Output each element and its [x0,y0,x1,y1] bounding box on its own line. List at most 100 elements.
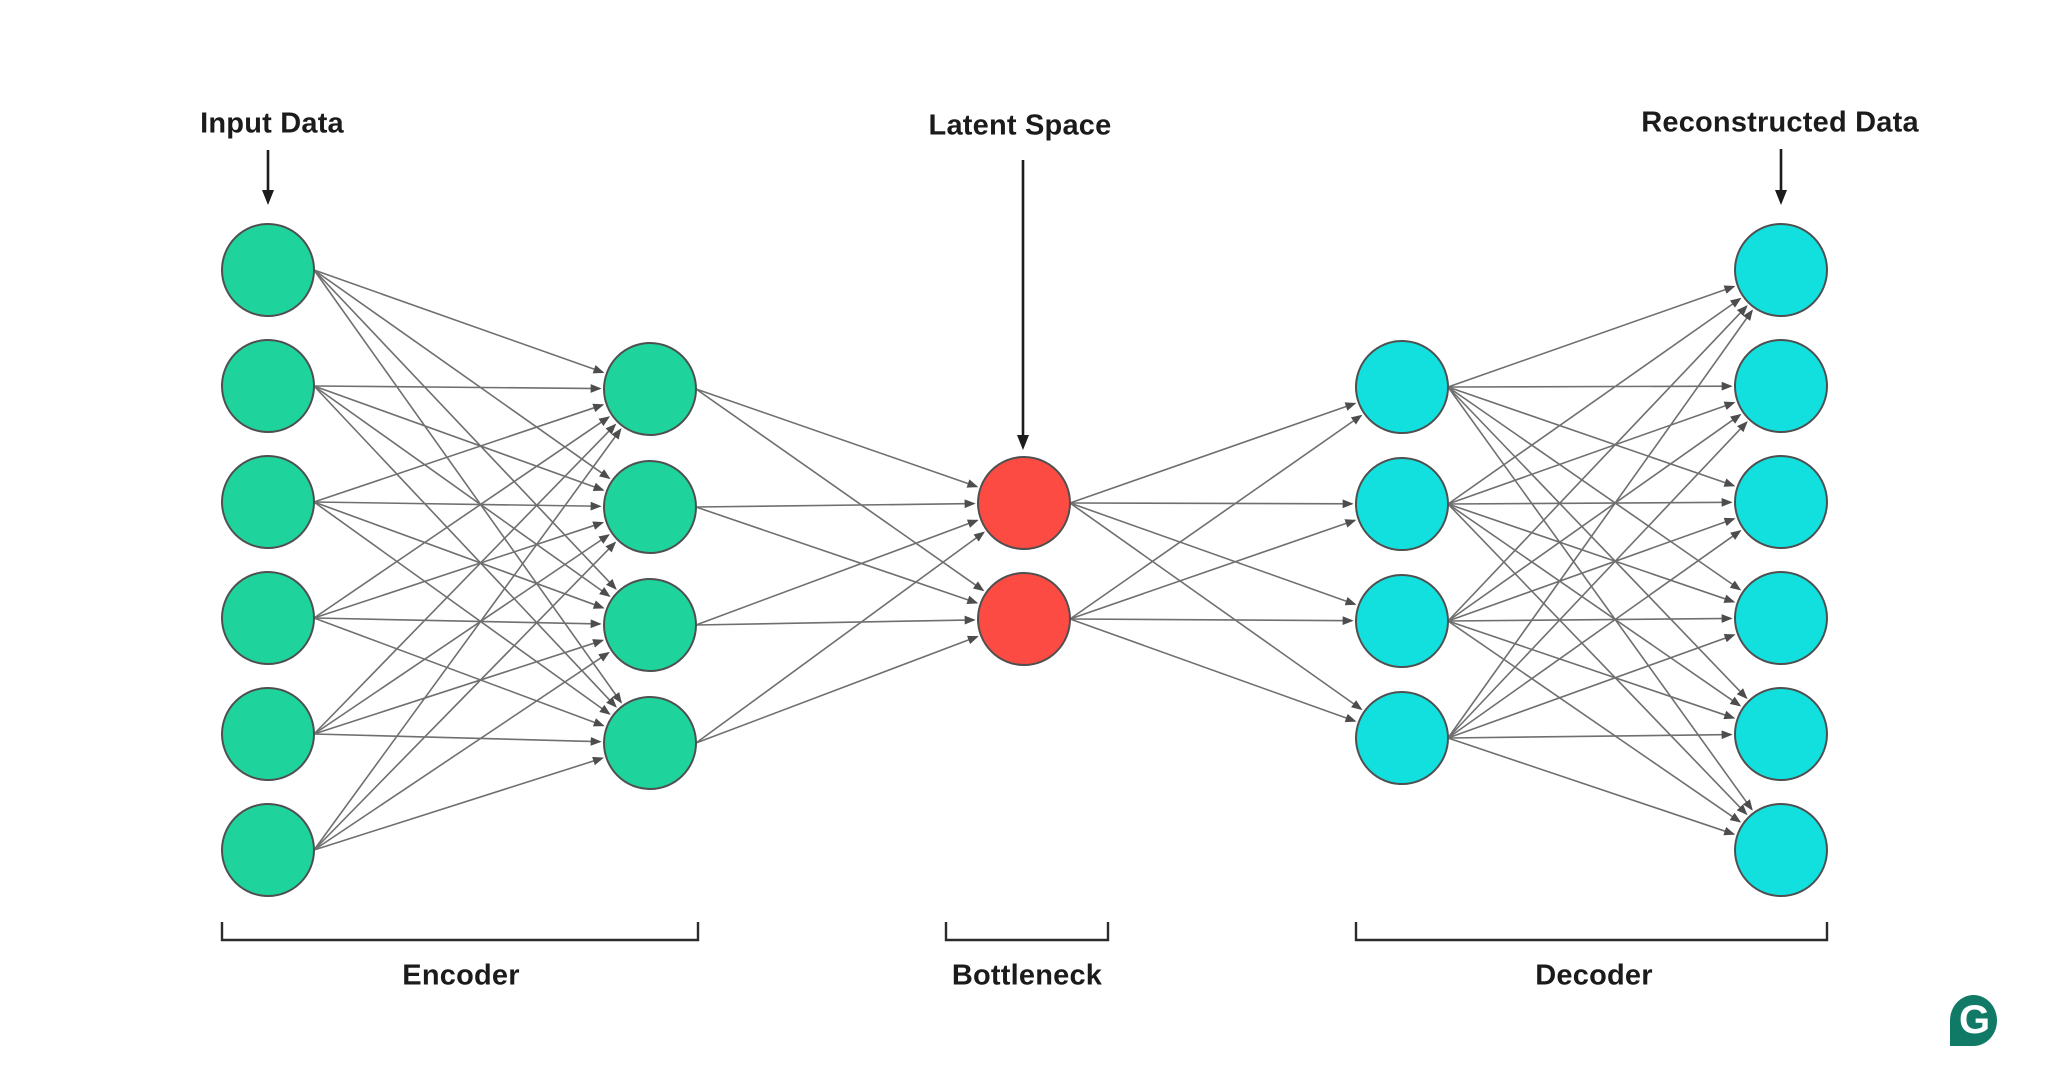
edge-input-layer-6-to-encoder-hidden-layer-4 [313,756,604,851]
edge-bottleneck-layer-2-to-decoder-hidden-layer-2 [1069,519,1357,620]
decoder-hidden-layer-node-1 [1355,340,1449,434]
edge-input-layer-5-to-encoder-hidden-layer-2 [313,534,610,735]
edge-decoder-hidden-layer-3-to-output-layer-6 [1447,620,1742,823]
edge-encoder-hidden-layer-3-to-bottleneck-layer-2 [695,615,976,626]
output-layer-node-1 [1734,223,1828,317]
annotation-arrows-group [262,149,1787,450]
edge-bottleneck-layer-1-to-decoder-hidden-layer-2 [1069,499,1354,509]
decoder-bracket [1354,922,1829,942]
edge-decoder-hidden-layer-3-to-output-layer-2 [1447,413,1742,622]
edge-input-layer-5-to-encoder-hidden-layer-3 [313,639,605,735]
grammarly-g-letter: G [1958,997,1991,1042]
edge-bottleneck-layer-1-to-decoder-hidden-layer-3 [1069,502,1357,606]
edge-input-layer-5-to-encoder-hidden-layer-1 [313,423,617,735]
edge-decoder-hidden-layer-1-to-output-layer-3 [1447,386,1736,487]
edge-decoder-hidden-layer-1-to-output-layer-4 [1447,386,1742,591]
encoder-hidden-layer-node-3 [603,578,697,672]
edge-encoder-hidden-layer-1-to-bottleneck-layer-1 [695,388,979,488]
decoder-label: Decoder [1535,959,1653,992]
edge-decoder-hidden-layer-2-to-output-layer-5 [1447,503,1742,707]
edge-decoder-hidden-layer-3-to-output-layer-4 [1447,614,1733,623]
edge-input-layer-3-to-encoder-hidden-layer-4 [313,501,611,715]
encoder-bracket [220,922,700,942]
edge-decoder-hidden-layer-4-to-output-layer-6 [1447,737,1736,836]
edge-decoder-hidden-layer-3-to-output-layer-3 [1447,517,1736,622]
edge-input-layer-1-to-encoder-hidden-layer-2 [313,269,611,480]
edge-input-layer-2-to-encoder-hidden-layer-3 [313,385,611,597]
edge-input-layer-2-to-encoder-hidden-layer-4 [313,385,617,708]
edge-bottleneck-layer-1-to-decoder-hidden-layer-1 [1069,402,1357,504]
input-layer-node-4 [221,571,315,665]
edge-decoder-hidden-layer-4-to-output-layer-1 [1447,309,1753,739]
edge-decoder-hidden-layer-4-to-output-layer-2 [1447,421,1748,739]
brackets-group [220,922,1829,942]
reconstructed-data-label: Reconstructed Data [1641,106,1919,139]
output-layer-node-5 [1734,687,1828,781]
input-layer-node-1 [221,223,315,317]
edge-input-layer-2-to-encoder-hidden-layer-2 [313,385,605,492]
nodes-group [221,223,1828,897]
input-data-label: Input Data [200,107,344,140]
edge-decoder-hidden-layer-1-to-output-layer-1 [1447,285,1736,388]
edge-input-layer-3-to-encoder-hidden-layer-2 [313,501,602,511]
grammarly-logo: G [1950,995,1997,1046]
edge-decoder-hidden-layer-4-to-output-layer-5 [1447,730,1733,740]
edge-encoder-hidden-layer-2-to-bottleneck-layer-2 [695,506,979,604]
edge-input-layer-4-to-encoder-hidden-layer-3 [313,617,602,629]
edge-decoder-hidden-layer-3-to-output-layer-5 [1447,620,1736,720]
edge-decoder-hidden-layer-2-to-output-layer-2 [1447,401,1736,505]
edge-decoder-hidden-layer-1-to-output-layer-6 [1447,386,1753,811]
edge-input-layer-1-to-encoder-hidden-layer-1 [313,269,605,374]
edge-input-layer-2-to-encoder-hidden-layer-1 [313,384,602,393]
output-layer-node-6 [1734,803,1828,897]
edge-input-layer-6-to-encoder-hidden-layer-3 [313,651,610,851]
edge-bottleneck-layer-2-to-decoder-hidden-layer-1 [1069,414,1363,620]
edge-input-layer-5-to-encoder-hidden-layer-4 [313,733,602,746]
input-layer-node-2 [221,339,315,433]
edge-input-layer-1-to-encoder-hidden-layer-3 [313,269,617,590]
edge-bottleneck-layer-1-to-decoder-hidden-layer-4 [1069,502,1363,711]
encoder-hidden-layer-node-2 [603,460,697,554]
edge-decoder-hidden-layer-2-to-output-layer-4 [1447,503,1736,603]
edge-input-layer-4-to-encoder-hidden-layer-1 [313,416,611,619]
edge-input-layer-1-to-encoder-hidden-layer-4 [313,269,622,704]
input-layer-node-3 [221,455,315,549]
edge-encoder-hidden-layer-4-to-bottleneck-layer-1 [695,531,985,744]
edge-bottleneck-layer-2-to-decoder-hidden-layer-3 [1069,616,1354,626]
latent-space-label: Latent Space [928,109,1112,142]
encoder-hidden-layer-node-1 [603,342,697,436]
edge-encoder-hidden-layer-2-to-bottleneck-layer-1 [695,499,976,509]
encoder-hidden-layer-node-4 [603,696,697,790]
edge-encoder-hidden-layer-3-to-bottleneck-layer-1 [695,519,979,626]
edge-encoder-hidden-layer-1-to-bottleneck-layer-2 [695,388,985,592]
edge-input-layer-3-to-encoder-hidden-layer-3 [313,501,605,609]
edge-input-layer-4-to-encoder-hidden-layer-2 [313,521,605,619]
bottleneck-layer-node-2 [977,572,1071,666]
decoder-hidden-layer-node-2 [1355,457,1449,551]
bottleneck-bracket [944,922,1110,942]
edge-bottleneck-layer-2-to-decoder-hidden-layer-4 [1069,618,1357,723]
edge-decoder-hidden-layer-2-to-output-layer-6 [1447,503,1748,816]
edges-group [313,269,1753,851]
edge-decoder-hidden-layer-4-to-output-layer-3 [1447,529,1742,739]
bottleneck-label: Bottleneck [951,959,1103,992]
edge-input-layer-6-to-encoder-hidden-layer-1 [313,428,622,851]
edge-decoder-hidden-layer-4-to-output-layer-4 [1447,633,1736,739]
edge-input-layer-6-to-encoder-hidden-layer-2 [313,541,617,851]
edge-input-layer-4-to-encoder-hidden-layer-4 [313,617,605,727]
output-layer-node-4 [1734,571,1828,665]
input-layer-node-6 [221,803,315,897]
output-layer-node-2 [1734,339,1828,433]
edge-decoder-hidden-layer-1-to-output-layer-5 [1447,386,1748,700]
edge-decoder-hidden-layer-2-to-output-layer-3 [1447,497,1733,507]
bottleneck-layer-node-1 [977,456,1071,550]
output-layer-node-3 [1734,455,1828,549]
encoder-label: Encoder [402,959,520,992]
edge-decoder-hidden-layer-3-to-output-layer-1 [1447,305,1748,622]
edge-decoder-hidden-layer-1-to-output-layer-2 [1447,381,1733,391]
edge-decoder-hidden-layer-2-to-output-layer-1 [1447,297,1742,505]
edge-input-layer-3-to-encoder-hidden-layer-1 [313,403,605,503]
input-layer-node-5 [221,687,315,781]
